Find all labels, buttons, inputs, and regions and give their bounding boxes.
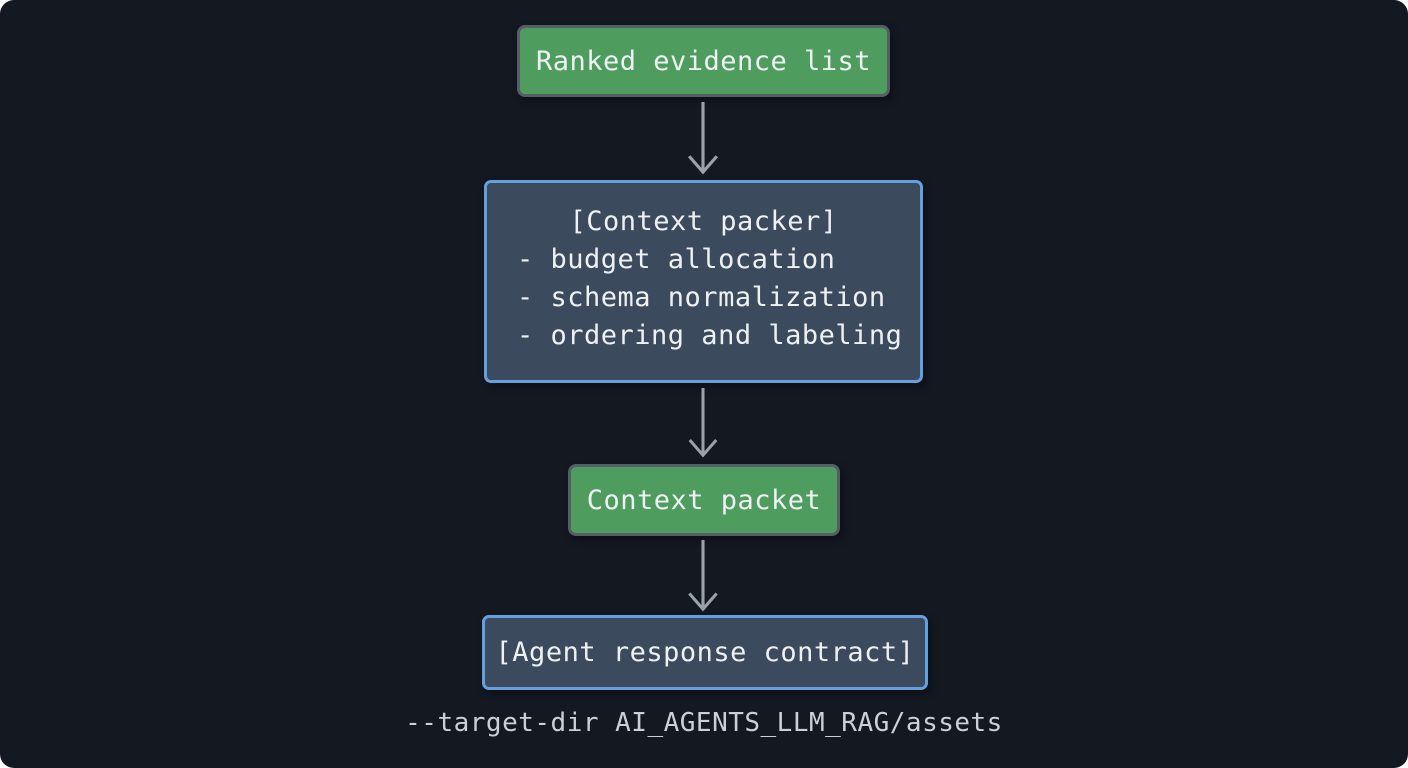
node-context-packer: [Context packer] - budget allocation - s… (484, 180, 923, 383)
arrow-down-icon (687, 101, 719, 175)
node-ranked-evidence-list: Ranked evidence list (517, 25, 890, 97)
target-dir-caption: --target-dir AI_AGENTS_LLM_RAG/assets (405, 708, 1003, 738)
node-ranked-evidence-list-label: Ranked evidence list (535, 45, 872, 77)
arrow-down-icon (688, 539, 718, 612)
node-context-packer-bullet: - schema normalization (517, 282, 886, 313)
arrow-down-icon (688, 387, 718, 458)
node-agent-response-contract: [Agent response contract] (482, 615, 928, 690)
node-context-packet: Context packet (568, 464, 840, 536)
node-context-packer-bullet: - budget allocation (517, 244, 836, 275)
node-context-packer-bullet: - ordering and labeling (517, 320, 903, 351)
node-agent-response-contract-label: [Agent response contract] (495, 637, 915, 668)
node-context-packet-label: Context packet (586, 484, 822, 516)
node-context-packer-title: [Context packer] (569, 206, 838, 237)
